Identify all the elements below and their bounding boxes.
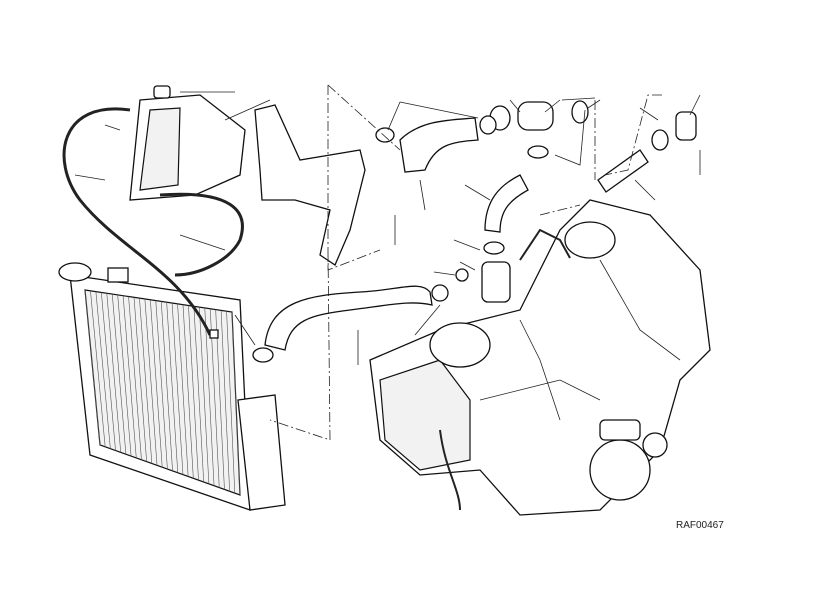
radiator-fin <box>226 311 236 494</box>
radiator-fin <box>204 307 215 486</box>
radiator-fin <box>166 302 179 473</box>
radiator-fin <box>144 298 158 466</box>
radiator-fin <box>90 290 106 447</box>
radiator-fin <box>106 293 122 453</box>
diagram-reference-code: RAF00467 <box>676 520 724 531</box>
radiator-fin <box>111 294 127 455</box>
temperature-sensor-wire <box>519 228 571 261</box>
radiator-fin <box>199 307 210 484</box>
radiator-fin <box>95 291 111 449</box>
radiator <box>58 262 286 511</box>
radiator-fin <box>215 309 225 490</box>
radiator-fin <box>171 303 184 475</box>
mounting-bracket <box>254 104 366 266</box>
radiator-fin <box>128 296 142 460</box>
thermostat-hose <box>484 174 529 233</box>
radiator-fin <box>117 294 132 457</box>
thermostat-housing <box>252 100 697 363</box>
radiator-fin <box>133 297 147 462</box>
overflow-hose <box>62 107 212 336</box>
upper-coolant-hose <box>399 117 479 173</box>
radiator-fin <box>177 303 189 477</box>
radiator-fin <box>160 301 173 471</box>
radiator-fin <box>155 300 168 470</box>
radiator-fin <box>182 304 194 479</box>
radiator-fin <box>220 310 230 492</box>
radiator-fin <box>101 292 116 451</box>
radiator-fin <box>122 295 137 458</box>
breather-hose <box>159 192 244 277</box>
radiator-fin <box>150 299 163 468</box>
radiator-fin <box>193 306 205 483</box>
radiator-fin <box>188 305 199 481</box>
hose-clip <box>209 329 219 339</box>
part-leader-lines <box>74 91 701 365</box>
engine-block <box>369 199 711 516</box>
expansion-tank <box>129 85 246 201</box>
radiator-fin <box>139 298 153 464</box>
assembly-guide-lines <box>269 84 662 441</box>
radiator-fin <box>231 311 241 496</box>
radiator-fin <box>84 289 101 446</box>
lower-coolant-hose <box>264 285 433 351</box>
